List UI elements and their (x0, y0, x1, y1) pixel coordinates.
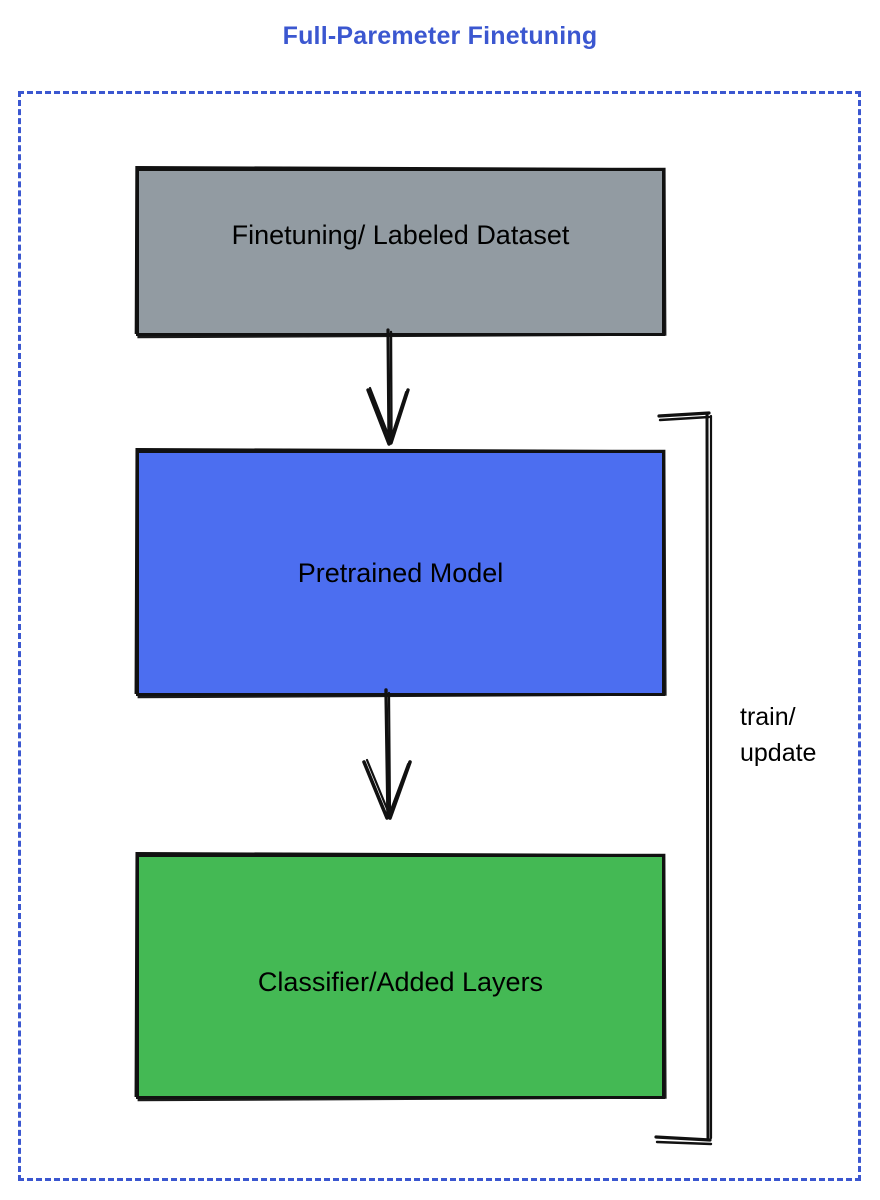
feedback-bracket-icon (654, 411, 713, 1146)
arrow-dataset-to-pretrained-icon (366, 328, 410, 446)
node-label-dataset: Finetuning/ Labeled Dataset (231, 220, 570, 250)
page-title: Full-Paremeter Finetuning (282, 22, 598, 50)
node-fill (136, 168, 665, 336)
node-label-classifier: Classifier/Added Layers (257, 967, 544, 997)
edge-label-train-update: train/ update (740, 699, 816, 771)
node-finetuning-labeled-dataset[interactable]: Finetuning/ Labeled Dataset (134, 165, 667, 339)
node-classifier-added-layers[interactable]: Classifier/Added Layers (134, 851, 667, 1102)
node-label-pretrained-model: Pretrained Model (297, 558, 504, 588)
edge-label-line-1: train/ (740, 703, 796, 731)
full-parameter-finetuning-scope-frame (18, 91, 861, 1181)
arrow-pretrained-to-classifier-icon (362, 688, 412, 820)
edge-label-line-2: update (740, 739, 817, 767)
node-fill (136, 450, 665, 696)
node-fill (136, 854, 665, 1099)
node-pretrained-model[interactable]: Pretrained Model (134, 447, 667, 699)
